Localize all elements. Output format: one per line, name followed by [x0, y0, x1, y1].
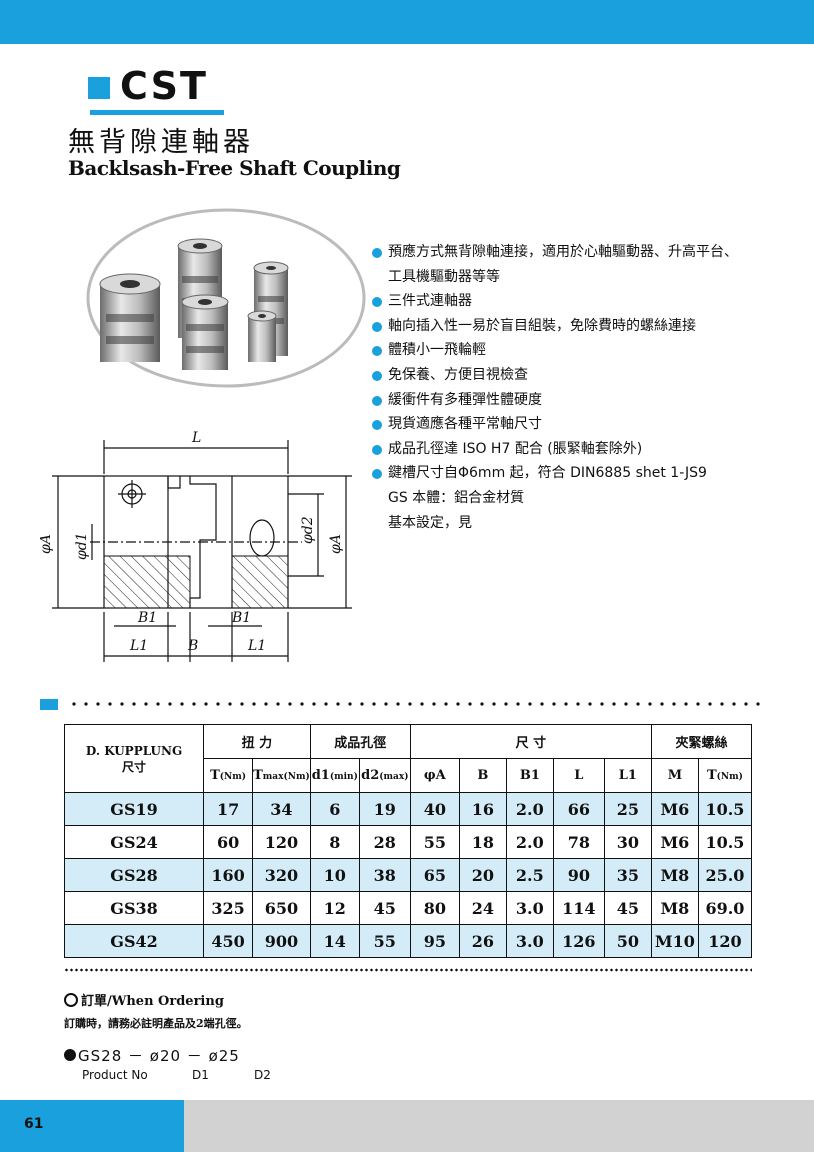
subheader-d2: d2(max)	[358, 758, 411, 793]
subheader-a: φA	[409, 758, 460, 793]
header-dims: 尺 寸	[409, 724, 652, 759]
header-model: D. KUPPLUNG 尺寸	[63, 724, 205, 793]
feature-item: 三件式連軸器	[372, 289, 792, 314]
feature-item: 成品孔徑達 ISO H7 配合 (脹緊軸套除外)	[372, 437, 792, 462]
feature-item: 緩衝件有多種彈性體硬度	[372, 388, 792, 413]
dim-phiA-right: φA	[328, 534, 344, 554]
separator-square-icon	[40, 698, 58, 710]
dim-B1-right: B1	[231, 610, 251, 626]
header-bore: 成品孔徑	[309, 724, 411, 759]
subheader-l: L	[552, 758, 605, 793]
bullet-icon	[372, 248, 382, 258]
bullet-icon	[372, 297, 382, 308]
dim-phiA-left: φA	[40, 534, 54, 554]
feature-item: 免保養、方便目視檢查	[372, 363, 792, 388]
bullet-icon	[372, 395, 382, 406]
product-photo	[86, 208, 366, 388]
ordering-title: 訂單/When Ordering	[64, 990, 271, 1009]
target-icon	[64, 992, 78, 1007]
feature-item: 軸向插入性一易於盲目組裝，免除費時的螺絲連接	[372, 314, 792, 339]
dim-B: B	[187, 638, 198, 654]
ordering-example: GS28 － ø20 － ø25	[64, 1045, 271, 1066]
dim-B1-left: B1	[137, 610, 157, 626]
dim-L: L	[191, 430, 201, 446]
title-chinese: 無背隙連軸器	[68, 127, 254, 158]
feature-item: 現貨適應各種平常軸尺寸	[372, 412, 792, 437]
subheader-l1: L1	[603, 758, 652, 793]
technical-drawing: L φA φA φd1 φd2 B1 B1 L1 B L1	[40, 430, 352, 662]
subheader-b: B	[458, 758, 507, 793]
feature-item: 工具機驅動器等等	[388, 268, 500, 285]
bullet-icon	[372, 420, 382, 431]
bullet-icon	[372, 370, 382, 381]
feature-item: 鍵槽尺寸自Φ6mm 起，符合 DIN6885 shet 1-JS9	[372, 461, 792, 486]
dim-L1-left: L1	[129, 638, 148, 654]
subheader-t: T(Nm)	[203, 758, 254, 793]
feature-list: 預應方式無背隙軸連接，適用於心軸驅動器、升高平台、 工具機驅動器等等 三件式連軸…	[372, 240, 792, 535]
bullet-icon	[64, 1049, 76, 1061]
subheader-b1: B1	[505, 758, 554, 793]
subheader-d1: d1(min)	[309, 758, 360, 793]
bullet-icon	[372, 321, 382, 332]
subheader-tm: T(Nm)	[697, 758, 753, 793]
bullet-icon	[372, 469, 382, 480]
dim-phid1: φd1	[74, 532, 90, 560]
footer-grey-bar	[184, 1100, 814, 1152]
header-torque: 扭 力	[203, 724, 311, 759]
title-underline	[90, 110, 224, 115]
header-screw: 夾緊螺絲	[650, 724, 753, 759]
product-title: CST	[88, 64, 208, 108]
ordering-note: 訂購時，請務必註明產品及2端孔徑。	[64, 1017, 248, 1030]
footer-blue-block	[0, 1100, 184, 1152]
dim-L1-right: L1	[247, 638, 266, 654]
section-separator	[40, 698, 760, 710]
subheader-m: M	[650, 758, 699, 793]
title-english: Backlsash-Free Shaft Coupling	[68, 156, 401, 180]
top-banner	[0, 0, 814, 44]
table-bottom-dots	[64, 968, 752, 972]
subheader-tmax: Tmax(Nm)	[252, 758, 311, 793]
spec-table: D. KUPPLUNG 尺寸 扭 力 成品孔徑 尺 寸 夾緊螺絲 T(Nm) T…	[63, 724, 753, 958]
feature-item: 體積小一飛輪輕	[372, 338, 792, 363]
page-number: 61	[24, 1116, 44, 1132]
dim-phid2: φd2	[300, 516, 316, 544]
ordering-section: 訂單/When Ordering 訂購時，請務必註明產品及2端孔徑。 GS28 …	[64, 990, 271, 1082]
feature-item: 基本設定，見	[388, 514, 472, 531]
bullet-icon	[372, 444, 382, 455]
product-code: CST	[120, 64, 208, 108]
title-square-icon	[88, 77, 110, 99]
bullet-icon	[372, 346, 382, 357]
ordering-legend: Product No D1 D2	[82, 1068, 271, 1082]
feature-item: 預應方式無背隙軸連接，適用於心軸驅動器、升高平台、	[372, 240, 792, 265]
feature-item: GS 本體：鋁合金材質	[388, 489, 525, 506]
